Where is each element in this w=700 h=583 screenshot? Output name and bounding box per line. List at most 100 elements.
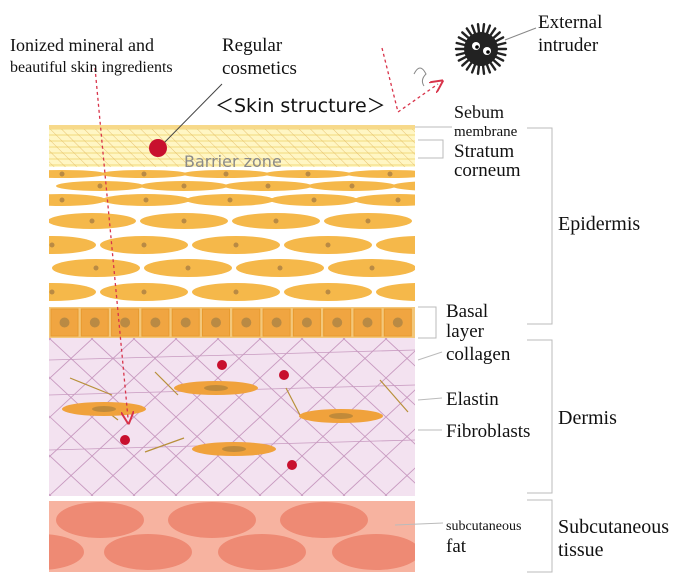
cell-nucleus [185,265,191,271]
cell-nucleus [305,171,311,177]
keratinocyte-cell [49,283,96,301]
cell-nucleus [227,197,233,203]
keratinocyte-cells [49,170,423,301]
cell-nucleus [387,171,393,177]
keratinocyte-cell [392,181,415,191]
elastin-strand [285,387,301,416]
keratinocyte-cell [49,194,106,206]
fat-cell [56,502,144,538]
fat-cell [218,534,306,570]
cell-nucleus [93,265,99,271]
keratinocyte-cell [346,170,415,178]
basal-layer [49,307,415,338]
collagen-fiber [0,338,9,496]
cell-nucleus [141,289,147,295]
cell-nucleus [223,171,229,177]
fibroblast-nucleus [92,406,116,412]
fibroblast-nucleus [204,385,228,391]
collagen-fiber [384,467,415,496]
collagen-label: collagen [446,344,511,365]
keratinocyte-cell [376,236,415,254]
ionized-penetration-arrow [94,67,128,418]
regular-label-line2: cosmetics [222,58,297,79]
cell-nucleus [369,265,375,271]
cell-nucleus [365,218,371,224]
collagen-fiber [132,338,304,496]
cell-nucleus [325,289,331,295]
cell-nucleus [89,218,95,224]
keratinocyte-cell [354,194,415,206]
basal-label-line2: layer [446,321,485,342]
collagen-fiber [49,338,52,341]
collagen-fiber [49,454,94,496]
fat-cell [332,534,415,570]
basal-cell-nucleus [211,317,221,328]
fibroblasts-label: Fibroblasts [446,421,530,442]
intruder-blocked-arrow [381,47,438,114]
collagen-fiber [49,349,415,361]
stratum-label-line2: corneum [454,160,521,181]
basal-cell-nucleus [120,317,131,328]
cell-nucleus [141,242,147,248]
collagen-fiber [0,338,9,496]
germ-pupil [486,50,490,54]
basal-cell-nucleus [59,317,70,328]
sebum-label-line1: Sebum [454,102,504,122]
stratum-label-line1: Stratum [454,141,514,162]
subcut-fat-label-line2: fat [446,536,467,557]
cell-nucleus [233,242,239,248]
cell-nucleus [181,218,187,224]
cell-nucleus [277,265,283,271]
germ-pupil [475,45,479,49]
intruder-squiggle [413,67,427,87]
collagen-fiber [49,338,178,458]
ionized-particle [120,435,130,445]
fat-cell [104,534,192,570]
collagen-fiber [49,493,52,496]
collagen-fiber [342,428,415,496]
basal-cell-nucleus [241,317,252,328]
layer-brackets [394,126,553,573]
ionized-particle [279,370,289,380]
subcut-fat-label-line1: subcutaneous [446,519,521,534]
cell-nucleus [265,183,271,189]
elastin-strand [379,379,409,413]
epidermis-layer [49,125,423,305]
basal-cell-nucleus [150,317,161,328]
regular-cosmetics-particle [149,139,167,157]
ionized-particle [287,460,297,470]
collagen-fiber [49,338,136,419]
cell-nucleus [418,290,423,295]
basal-label-line1: Basal [446,301,488,322]
fat-cell [280,502,368,538]
cell-nucleus [349,183,355,189]
collagen-fiber [300,389,415,496]
cell-nucleus [311,197,317,203]
fibroblast-nucleus [222,446,246,452]
cell-nucleus [143,197,149,203]
sebum-membrane [49,125,415,129]
regular-cosmetics-pointer [158,83,223,149]
subcut-region-label-line1: Subcutaneous [558,516,669,538]
elastin-label: Elastin [446,389,499,410]
cell-nucleus [49,289,55,295]
spiky-germ-icon [454,22,508,76]
ionized-label-line2: beautiful skin ingredients [10,59,173,76]
cell-nucleus [395,197,401,203]
fibroblasts [62,381,383,456]
basal-cell-nucleus [332,317,343,328]
intruder-pointer [504,27,537,41]
collagen-fiber [90,338,262,496]
external-label-line2: intruder [538,35,599,56]
ionized-particles [120,360,297,470]
diagram-title: ＜Skin structure＞ [215,95,386,117]
ionized-label-line1: Ionized mineral and [10,35,154,55]
collagen-fiber [384,338,415,367]
cell-nucleus [418,243,423,248]
epidermis-label: Epidermis [558,213,640,235]
collagen-fiber [49,338,94,380]
elastin-fibers [69,371,409,453]
fat-cells [49,502,415,570]
collagen-fiber [174,338,346,496]
keratinocyte-cell [49,236,96,254]
